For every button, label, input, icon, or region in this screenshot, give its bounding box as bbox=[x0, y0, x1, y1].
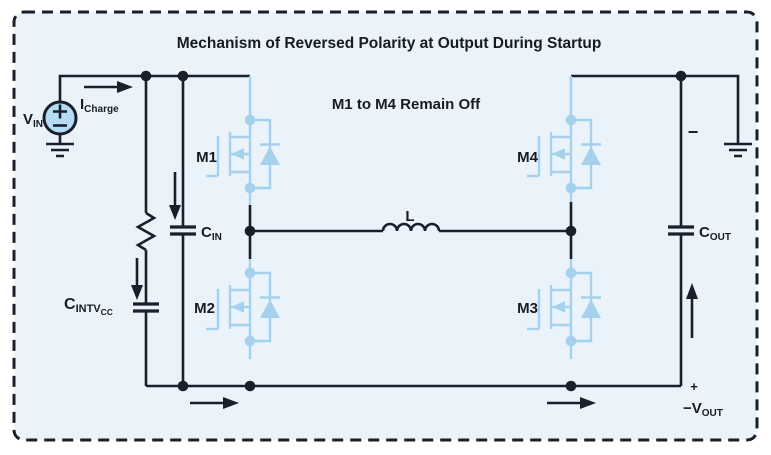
cintvcc-capacitor bbox=[133, 302, 159, 313]
cout-label: COUT bbox=[699, 224, 731, 243]
cout-capacitor bbox=[668, 225, 694, 236]
inductor-label: L bbox=[405, 208, 414, 225]
cin-label: CIN bbox=[201, 224, 222, 243]
cintvcc-label: CINTVCC bbox=[64, 296, 113, 317]
output-plus-label: + bbox=[690, 379, 698, 394]
ground-icon-right bbox=[724, 142, 752, 158]
icharge-arrow-icon bbox=[117, 81, 133, 93]
diagram-title: Mechanism of Reversed Polarity at Output… bbox=[177, 35, 602, 52]
m4-label: M4 bbox=[517, 149, 538, 166]
top-right-rail bbox=[571, 74, 740, 143]
bottom-left-arrow-icon bbox=[223, 397, 239, 409]
icharge-label: ICharge bbox=[80, 96, 119, 115]
mosfet-leads bbox=[248, 76, 573, 359]
m2-label: M2 bbox=[194, 300, 215, 317]
m3-label: M3 bbox=[517, 300, 538, 317]
vin-label: VIN bbox=[23, 111, 43, 130]
cin-capacitor bbox=[170, 225, 196, 236]
bottom-right-arrow-icon bbox=[580, 397, 596, 409]
cintvcc-arrow-icon bbox=[131, 285, 143, 300]
inductor bbox=[381, 222, 441, 232]
cout-arrow-icon bbox=[686, 283, 698, 299]
output-minus-label: − bbox=[688, 122, 699, 142]
vout-label: −VOUT bbox=[683, 400, 723, 419]
capacitors bbox=[133, 225, 694, 313]
vin-source bbox=[42, 100, 78, 158]
current-arrows bbox=[84, 81, 698, 409]
m1-label: M1 bbox=[196, 149, 217, 166]
plus-icon bbox=[53, 104, 67, 119]
resistor bbox=[135, 211, 157, 252]
ground-icon bbox=[46, 134, 74, 158]
cin-arrow-icon bbox=[169, 205, 181, 220]
junction-dots bbox=[140, 70, 687, 392]
diagram-subtitle: M1 to M4 Remain Off bbox=[332, 96, 481, 113]
